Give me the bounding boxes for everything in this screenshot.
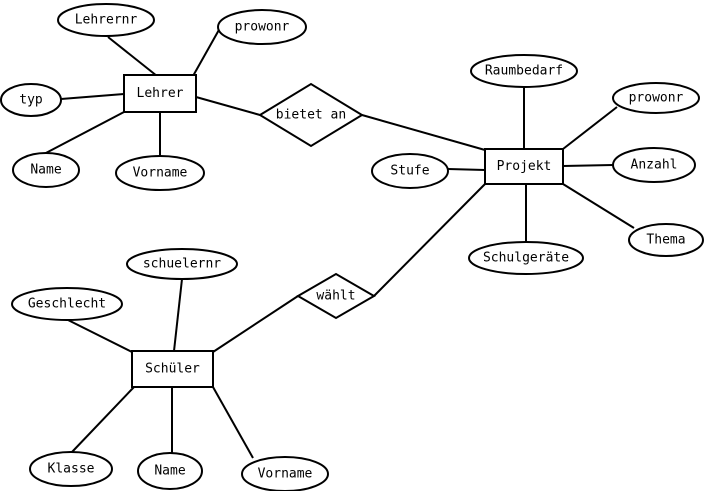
attribute-ellipse-name-schueler [137, 452, 203, 490]
edge-prowonr-projekt--projekt [562, 106, 618, 150]
edge-klasse--schueler [71, 386, 135, 453]
edge-name-lehrer--lehrer [43, 111, 125, 155]
attribute-ellipse-raumbedarf [470, 54, 578, 88]
attribute-lehrernr: Lehrernr [57, 3, 155, 37]
entity-label-schueler: Schüler [145, 362, 200, 377]
relationship-diamond-bietet-an [258, 82, 364, 148]
attribute-label-geschlecht: Geschlecht [28, 297, 106, 312]
attribute-label-stufe: Stufe [390, 164, 429, 179]
attribute-ellipse-stufe [371, 153, 449, 189]
attribute-schuelernr: schuelernr [126, 248, 238, 280]
edge-vorname-schueler--schueler [212, 386, 254, 459]
attribute-label-name-lehrer: Name [30, 163, 61, 178]
attribute-typ: typ [0, 83, 62, 117]
attribute-label-prowonr-projekt: prowonr [629, 91, 684, 106]
relationship-bietet-an: bietet an [258, 82, 364, 148]
attribute-ellipse-schulgeraete [468, 241, 584, 275]
edge-typ--lehrer [60, 93, 125, 100]
relationship-diamond-waehlt [296, 272, 376, 320]
attribute-ellipse-prowonr-lehrer [217, 9, 307, 45]
attribute-thema: Thema [628, 223, 704, 257]
attribute-label-raumbedarf: Raumbedarf [485, 64, 563, 79]
edge-geschlecht--schueler [67, 319, 133, 353]
edge-bietet-an--projekt [361, 114, 486, 151]
attribute-label-prowonr-lehrer: prowonr [235, 20, 290, 35]
entity-rect-projekt [484, 148, 564, 185]
attribute-label-anzahl: Anzahl [631, 158, 678, 173]
attribute-ellipse-klasse [29, 451, 113, 487]
attribute-name-schueler: Name [137, 452, 203, 490]
edge-waehlt--schueler [212, 295, 299, 353]
attribute-raumbedarf: Raumbedarf [470, 54, 578, 88]
attribute-ellipse-prowonr-projekt [612, 82, 700, 114]
entity-rect-schueler [131, 350, 214, 388]
attribute-stufe: Stufe [371, 153, 449, 189]
attribute-label-typ: typ [19, 93, 43, 108]
edge-stufe--projekt [447, 168, 486, 171]
attribute-vorname-schueler: Vorname [241, 456, 329, 491]
attribute-ellipse-geschlecht [11, 287, 123, 321]
attribute-geschlecht: Geschlecht [11, 287, 123, 321]
entity-schueler: Schüler [131, 350, 214, 388]
attribute-prowonr-projekt: prowonr [612, 82, 700, 114]
relationship-waehlt: wählt [296, 272, 376, 320]
attribute-name-lehrer: Name [12, 152, 80, 188]
attribute-ellipse-schuelernr [126, 248, 238, 280]
attribute-prowonr-lehrer: prowonr [217, 9, 307, 45]
attribute-label-name-schueler: Name [154, 464, 185, 479]
relationship-label-waehlt: wählt [316, 289, 355, 304]
entity-rect-lehrer [123, 74, 197, 113]
attribute-ellipse-vorname-schueler [241, 456, 329, 491]
edge-prowonr-lehrer--lehrer [192, 27, 221, 77]
attribute-label-schulgeraete: Schulgeräte [483, 251, 569, 266]
attribute-label-vorname-lehrer: Vorname [133, 166, 188, 181]
entity-label-projekt: Projekt [497, 159, 552, 174]
edge-schuelernr--schueler [173, 278, 183, 352]
attribute-vorname-lehrer: Vorname [115, 155, 205, 191]
entity-projekt: Projekt [484, 148, 564, 185]
attribute-schulgeraete: Schulgeräte [468, 241, 584, 275]
attribute-ellipse-typ [0, 83, 62, 117]
attribute-ellipse-vorname-lehrer [115, 155, 205, 191]
attribute-label-schuelernr: schuelernr [143, 257, 221, 272]
attribute-ellipse-anzahl [612, 147, 696, 183]
edge-anzahl--projekt [562, 164, 614, 167]
edge-lehrer--bietet-an [195, 96, 261, 116]
attribute-anzahl: Anzahl [612, 147, 696, 183]
attribute-klasse: Klasse [29, 451, 113, 487]
edge-lehrernr--lehrer [107, 36, 158, 77]
edge-thema--projekt [562, 183, 635, 229]
attribute-ellipse-lehrernr [57, 3, 155, 37]
attribute-label-lehrernr: Lehrernr [75, 13, 138, 28]
attribute-label-thema: Thema [646, 233, 685, 248]
attribute-ellipse-name-lehrer [12, 152, 80, 188]
entity-label-lehrer: Lehrer [137, 86, 184, 101]
attribute-label-vorname-schueler: Vorname [258, 467, 313, 482]
attribute-label-klasse: Klasse [48, 462, 95, 477]
entity-lehrer: Lehrer [123, 74, 197, 113]
relationship-label-bietet-an: bietet an [276, 108, 346, 123]
attribute-ellipse-thema [628, 223, 704, 257]
edge-projekt--waehlt [373, 183, 486, 297]
